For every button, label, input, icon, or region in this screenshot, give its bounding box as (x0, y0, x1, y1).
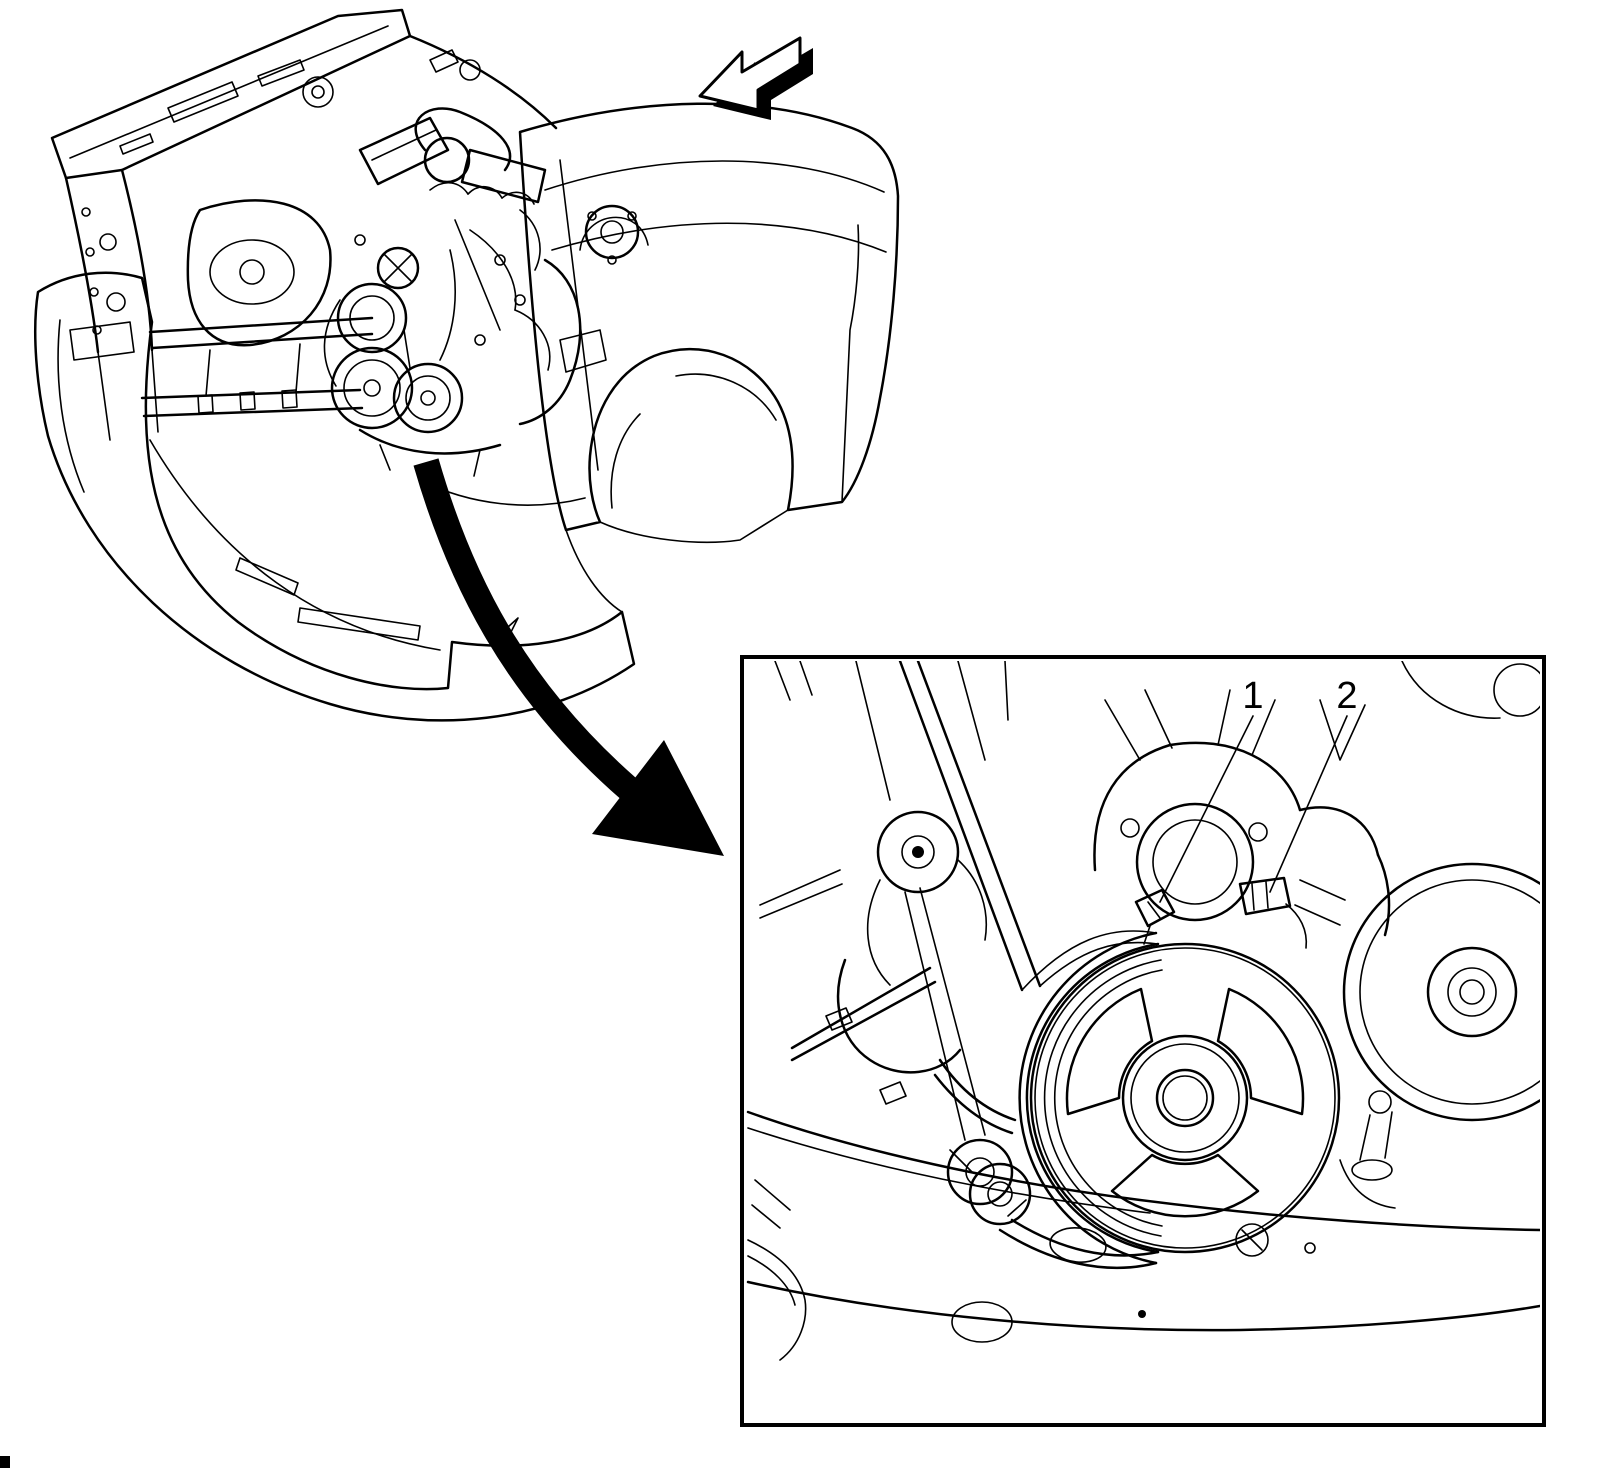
direction-arrow-face (698, 36, 802, 112)
left-bracket-shapes (759, 869, 986, 1141)
detail-pointer-arrow-icon (413, 458, 724, 856)
fan-shroud (186, 199, 332, 347)
callout-1-leader (1159, 715, 1254, 903)
engine-assembly (323, 107, 607, 506)
idler-pulley (866, 810, 988, 986)
strut-tower (579, 204, 649, 265)
inset-border (740, 655, 1546, 1427)
right-accessory-pulley (1339, 661, 1540, 1209)
sensor-1 (1134, 888, 1176, 945)
page-artifact-dot (0, 1456, 10, 1468)
direction-arrow-icon (698, 36, 813, 120)
callout-2-label: 2 (1336, 675, 1357, 717)
drive-belt-wrap (998, 930, 1160, 1270)
detail-inset: 1 2 (740, 655, 1546, 1427)
callout-2-leader (1269, 715, 1348, 893)
sensor-2 (1238, 876, 1308, 949)
frame-crossmember (746, 1110, 1540, 1361)
radiator-support-rails (69, 316, 374, 418)
front-accessory-pulleys (323, 282, 464, 434)
front-bumper (33, 271, 636, 722)
vehicle-overview-illustration (33, 8, 900, 722)
callout-1-label: 1 (1242, 675, 1263, 717)
front-fender (518, 102, 900, 544)
left-inner-fender-panel (64, 168, 159, 441)
engine-block-front (1093, 689, 1391, 937)
crankshaft-balancer-pulley (1029, 942, 1341, 1254)
drive-belt-upper-runs (774, 661, 1042, 992)
